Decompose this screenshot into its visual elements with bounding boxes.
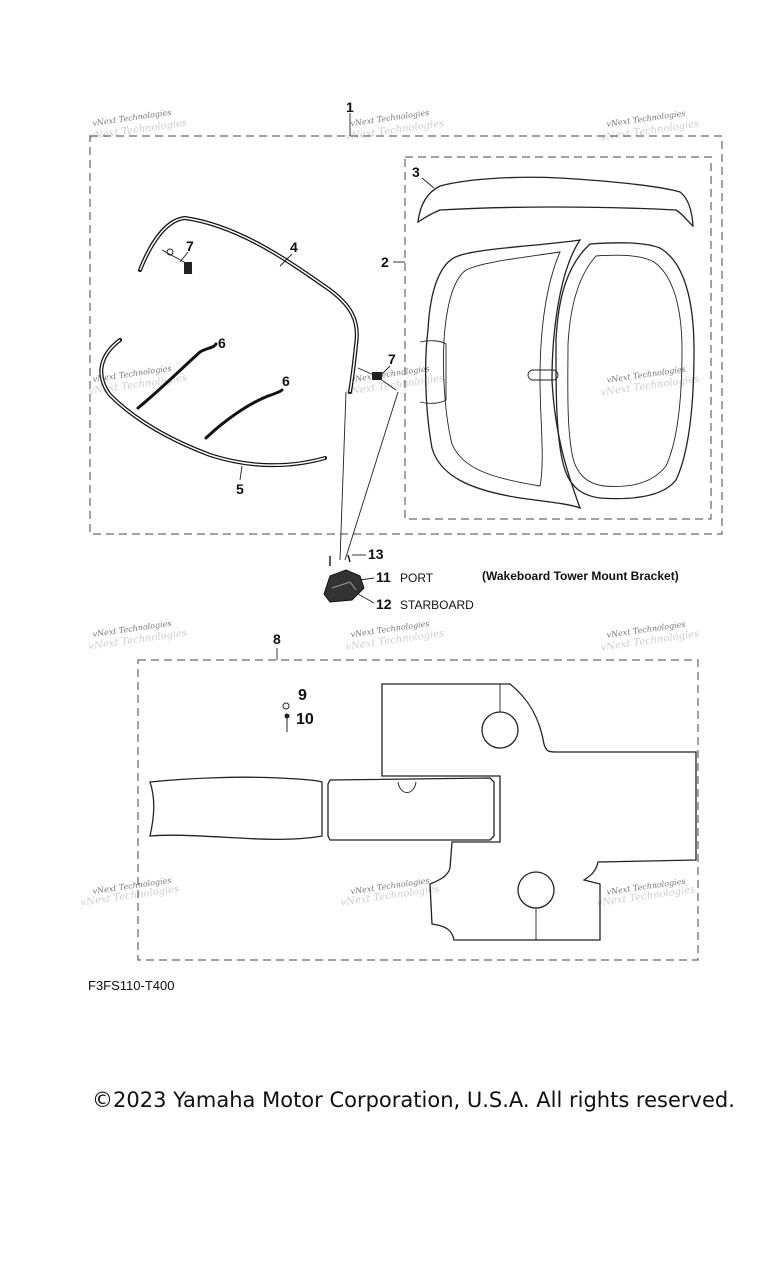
callout-7-upper: 7 (186, 238, 194, 254)
part-6-support-b (204, 388, 284, 440)
figure-code: F3FS110-T400 (88, 978, 175, 993)
callout-3: 3 (412, 164, 420, 180)
label-starboard: STARBOARD (400, 598, 474, 612)
screw-13 (329, 554, 351, 566)
part-7-clamp-lower (357, 367, 397, 391)
label-bracket: (Wakeboard Tower Mount Bracket) (482, 569, 679, 583)
callout-1: 1 (346, 99, 354, 115)
part-8-mats (149, 683, 697, 941)
parts-diagram: vNext Technologies vNext Technologies vN… (80, 99, 723, 961)
callout-6-b: 6 (282, 373, 290, 389)
part-5-tube (99, 338, 327, 468)
part-4-tube (138, 215, 359, 394)
group-box-1 (89, 135, 723, 535)
callout-12: 12 (376, 596, 392, 612)
part-2-mats (419, 239, 695, 510)
callout-8: 8 (273, 631, 281, 647)
callout-6-a: 6 (218, 335, 226, 351)
callout-9: 9 (298, 687, 307, 704)
callout-10: 10 (296, 711, 314, 728)
label-port: PORT (400, 571, 434, 585)
callout-4: 4 (290, 239, 298, 255)
group-box-2 (404, 156, 712, 520)
callout-5: 5 (236, 481, 244, 497)
part-3-pad (417, 176, 694, 228)
wakeboard-tower-bracket (323, 569, 365, 603)
group-box-8 (137, 659, 699, 961)
part-7-clamp-upper (161, 248, 193, 275)
fastener-9-10 (282, 702, 290, 732)
callout-2: 2 (381, 254, 389, 270)
callout-11: 11 (376, 569, 391, 585)
callout-7-lower: 7 (388, 351, 396, 367)
watermarks: vNext Technologies vNext Technologies vN… (80, 108, 700, 909)
part-6-support-a (136, 342, 218, 410)
callout-13: 13 (368, 546, 384, 562)
copyright-notice: ©2023 Yamaha Motor Corporation, U.S.A. A… (92, 1088, 735, 1112)
